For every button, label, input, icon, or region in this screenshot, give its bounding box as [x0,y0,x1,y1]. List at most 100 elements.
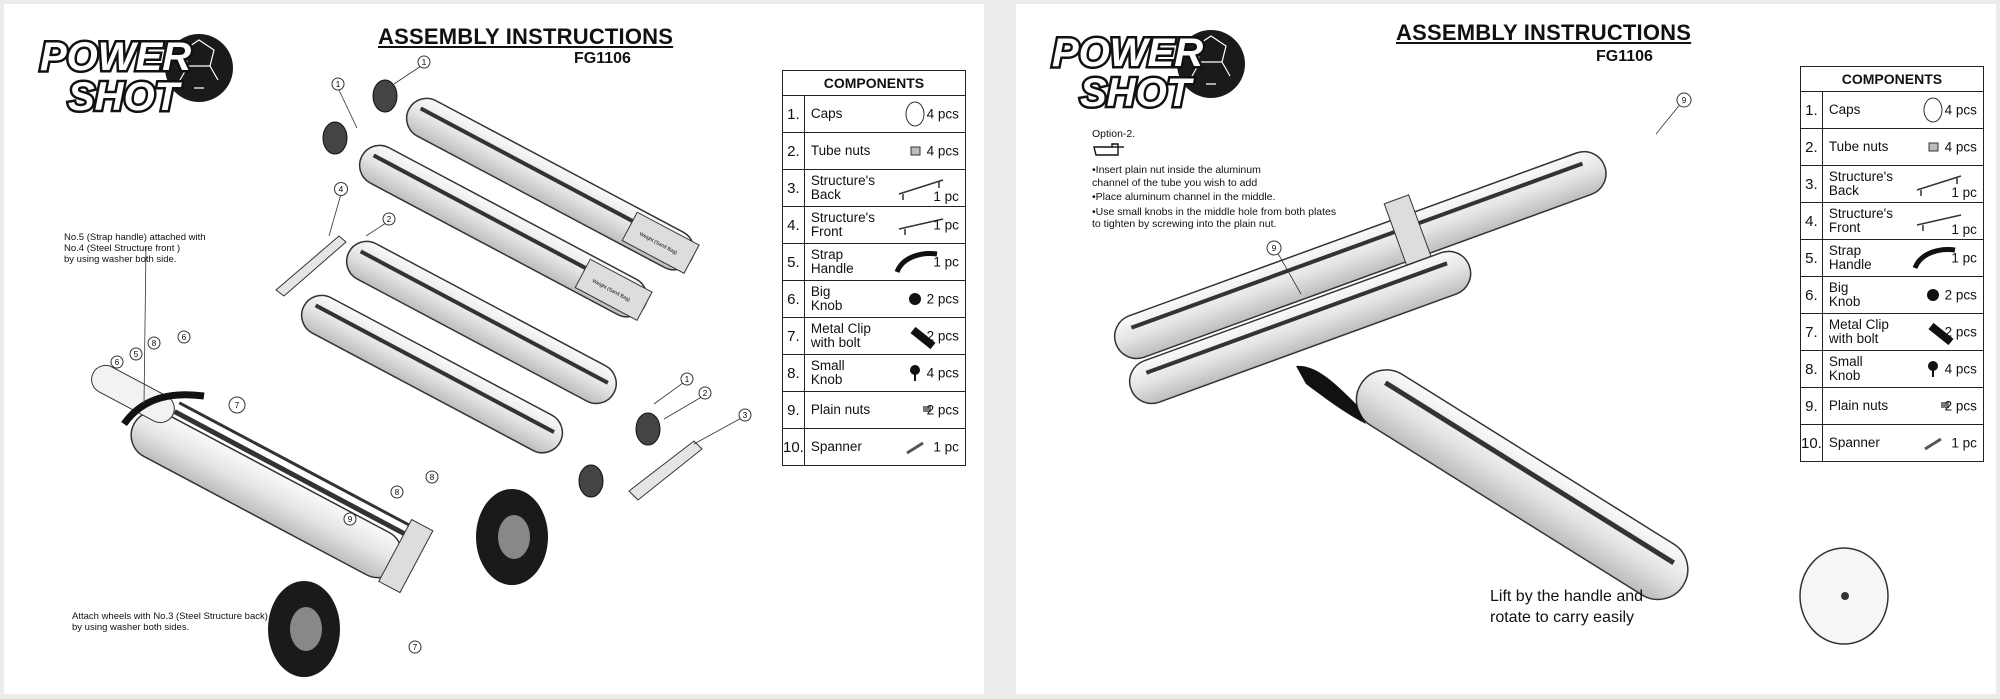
carry-diagram: 9 9 [1113,92,1889,645]
callout-circle [147,336,161,350]
item-quantity: 1 pc [933,189,959,204]
cap-icon [1923,97,1943,123]
callout-number: 8 [152,339,157,348]
option-bullet: •Place aluminum channel in the middle. [1092,191,1276,203]
cap-icon [905,101,925,127]
instruction-sheet-right: 9 9 POWER SHOT ASSEMBLY INSTRUCTIONS FG1… [1016,4,1996,694]
callout-circle [177,330,191,344]
item-number: 4. [1800,202,1823,240]
callout-circle [698,386,712,400]
structure-front-icon [898,218,944,235]
logo-word-power: POWER [40,35,191,79]
callout-number: 2 [703,389,708,398]
item-quantity: 4 pcs [1944,361,1977,377]
table-row: 8. Small Knob 4 pcs [1800,350,1984,388]
carry-caption: Lift by the handle and rotate to carry e… [1490,588,1644,626]
table-row: 6. Big Knob 2 pcs [782,280,966,318]
item-quantity: 1 pc [933,439,959,455]
item-quantity: 4 pcs [926,106,959,122]
tube-assembly-top [1113,150,1607,360]
caps [322,79,661,498]
spanner-icon [1924,437,1942,451]
item-quantity: 1 pc [1951,222,1977,237]
item-quantity: 1 pc [1951,250,1977,266]
callout-number: 1 [422,58,427,67]
item-name: Strap Handle [1828,243,1872,272]
item-number: 1. [1800,91,1823,129]
callout-number: 8 [395,488,400,497]
callout-number: 1 [685,375,690,384]
table-row: 6. Big Knob 2 pcs [1800,276,1984,314]
item-quantity: 2 pcs [926,291,959,307]
document-title: ASSEMBLY INSTRUCTIONS [378,24,674,49]
tube-top-back: Weight (Sand Bag) [405,97,700,275]
wheel-back [476,489,548,585]
callout-circle [1676,92,1692,108]
option-bullet: •Use small knobs in the middle hole from… [1092,205,1337,231]
item-name: Spanner [810,439,862,454]
item-name: Plain nuts [810,402,871,417]
tube-assembly-bottom [1128,250,1472,405]
item-name: Spanner [1828,435,1880,450]
strap-handle-icon [894,251,938,274]
item-number: 3. [1800,165,1823,203]
hand [1296,365,1366,424]
callout-number: 9 [348,515,353,524]
item-number: 9. [1800,387,1823,425]
table-row: 9. Plain nuts 2 pcs [1800,387,1984,425]
structure-front-plate [275,235,347,297]
item-quantity: 4 pcs [1944,139,1977,155]
table-row: 5. Strap Handle 1 pc [782,243,966,281]
item-name: Structure's Back [1828,169,1893,198]
callout-circle [390,485,404,499]
callout-circle [680,372,694,386]
item-number: 6. [1800,276,1823,314]
wheel-hub [1841,592,1849,600]
instruction-sheet-left: Weight (Sand Bag) Weight (Sand Bag) [4,4,984,694]
item-name: Structure's Front [810,210,875,239]
callout-circle [382,212,396,226]
logo-word-power: POWER [1052,31,1203,75]
table-row: 3. Structure's Back 1 pc [782,169,966,207]
item-number: 10. [1800,424,1823,462]
tube-nut-icon [910,146,921,156]
components-heading: COMPONENTS [1800,66,1984,92]
plain-nut-icon [1940,402,1949,408]
plain-nut-icon [922,406,931,412]
callout-circle [228,396,246,414]
item-number: 9. [782,391,805,429]
item-name: Small Knob [1828,354,1863,383]
item-quantity: 4 pcs [926,143,959,159]
item-name: Big Knob [810,284,843,313]
item-number: 8. [782,354,805,392]
callout-circle [331,77,345,91]
item-quantity: 2 pcs [926,328,959,344]
item-name: Tube nuts [810,143,871,158]
callout-number: 7 [235,401,240,410]
metal-clip-icon [910,326,936,350]
item-name: Tube nuts [1828,139,1889,154]
callout-number: 2 [387,215,392,224]
model-number: FG1106 [1596,48,1653,65]
spanner-icon [906,441,924,455]
table-row: 1. Caps 4 pcs [1800,91,1984,129]
item-name: Metal Clip with bolt [1828,317,1889,346]
item-number: 5. [1800,239,1823,277]
item-quantity: 2 pcs [1944,398,1977,414]
callout-number: 1 [336,80,341,89]
item-number: 1. [782,95,805,133]
callout-circle [110,355,124,369]
item-number: 4. [782,206,805,244]
structure-front-icon [1916,214,1962,231]
item-name: Metal Clip with bolt [810,321,871,350]
item-name: Strap Handle [810,247,854,276]
item-quantity: 1 pc [933,217,959,233]
structure-back-icon [1916,175,1962,196]
callout-number: 3 [743,411,748,420]
callout-number: 6 [115,358,120,367]
item-name: Big Knob [1828,280,1861,309]
option-2-instructions: Option-2. •Insert plain nut inside the a… [1092,128,1336,231]
item-quantity: 4 pcs [1944,102,1977,118]
structure-back-plate [628,440,703,501]
item-number: 7. [782,317,805,355]
